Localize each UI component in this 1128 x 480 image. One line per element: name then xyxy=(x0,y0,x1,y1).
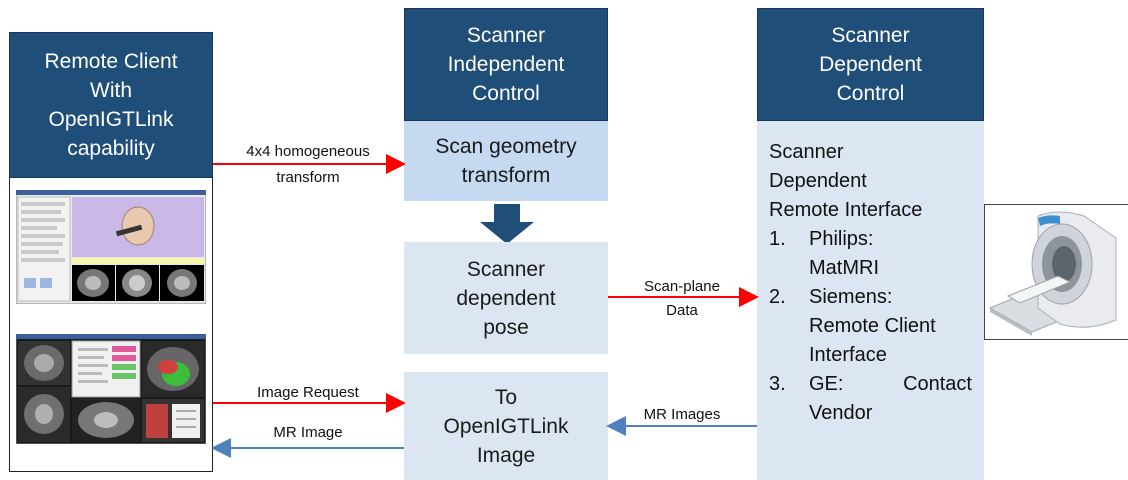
label-line: Data xyxy=(666,302,698,319)
to-openigtlink-image-box: To OpenIGTLink Image xyxy=(404,372,608,480)
down-arrow-icon xyxy=(480,204,534,244)
scan-geometry-line: Scan geometry xyxy=(435,135,577,158)
to-image-line: To xyxy=(494,385,518,409)
item-line: Contact xyxy=(903,373,972,395)
center-header-line: Independent xyxy=(447,53,565,76)
remote-client-header-line: capability xyxy=(67,137,155,160)
remote-client-header-line: OpenIGTLink xyxy=(48,108,174,131)
center-header-line: Scanner xyxy=(466,24,546,47)
transform-arrow-label: 4x4 homogeneous xyxy=(214,142,402,161)
scan-geometry-line: transform xyxy=(461,164,551,187)
image-request-arrow-label: Image Request xyxy=(257,384,359,401)
item-line: MatMRI xyxy=(809,257,879,279)
mr-images-arrow-label: MR Images xyxy=(643,406,721,423)
vendor-item-philips: 1. Philips: MatMRI xyxy=(769,225,972,283)
remote-interface-title: Scanner Dependent Remote Interface xyxy=(769,138,972,225)
label-line: 4x4 homogeneous xyxy=(246,143,370,160)
remote-client-header-line: Remote Client xyxy=(44,50,178,73)
mr-image-arrow-label: MR Image xyxy=(273,424,343,441)
right-header-line: Dependent xyxy=(819,53,922,76)
to-image-line: OpenIGTLink xyxy=(443,414,569,438)
right-header-line: Control xyxy=(836,82,905,105)
remote-client-header: Remote Client With OpenIGTLink capabilit… xyxy=(9,32,213,178)
center-header-line: Control xyxy=(472,82,540,105)
scanner-dependent-header: Scanner Dependent Control xyxy=(757,8,984,121)
mr-imaging-software-screenshot xyxy=(16,334,206,444)
navigation-software-screenshot xyxy=(16,190,206,304)
item-line: Interface xyxy=(809,344,887,366)
vendor-item-ge: 3. GE: Contact Vendor xyxy=(769,370,972,428)
item-line: Philips: xyxy=(809,228,874,250)
item-line: Remote Client xyxy=(809,315,936,337)
intro-line: Dependent xyxy=(769,170,867,192)
pose-line: Scanner xyxy=(466,257,546,281)
right-header-line: Scanner xyxy=(831,24,910,47)
vendor-item-siemens: 2. Siemens: Remote Client Interface xyxy=(769,283,972,370)
transform-arrow-label-2: transform xyxy=(214,168,402,187)
scanner-dependent-remote-interface-panel: Scanner Dependent Remote Interface 1. Ph… xyxy=(757,121,984,480)
pose-line: pose xyxy=(483,315,529,339)
scan-geometry-transform-box: Scan geometry transform xyxy=(404,121,608,201)
scan-plane-arrow-label-2: Data xyxy=(610,301,754,320)
mri-scanner-icon xyxy=(988,211,1117,336)
item-number: 1. xyxy=(769,228,786,250)
pose-line: dependent xyxy=(456,286,556,310)
scanner-independent-header: Scanner Independent Control xyxy=(404,8,608,121)
item-line: Vendor xyxy=(809,402,873,424)
remote-client-header-line: With xyxy=(90,79,132,102)
intro-line: Scanner xyxy=(769,141,844,163)
item-line: GE: xyxy=(809,373,844,395)
item-line: Siemens: xyxy=(809,286,893,308)
item-number: 3. xyxy=(769,373,786,395)
label-line: Scan-plane xyxy=(644,278,720,295)
item-number: 2. xyxy=(769,286,786,308)
label-line: transform xyxy=(276,169,340,186)
scan-plane-arrow-label: Scan-plane xyxy=(610,277,754,296)
scanner-dependent-pose-box: Scanner dependent pose xyxy=(404,242,608,354)
intro-line: Remote Interface xyxy=(769,199,923,221)
to-image-line: Image xyxy=(476,443,536,467)
